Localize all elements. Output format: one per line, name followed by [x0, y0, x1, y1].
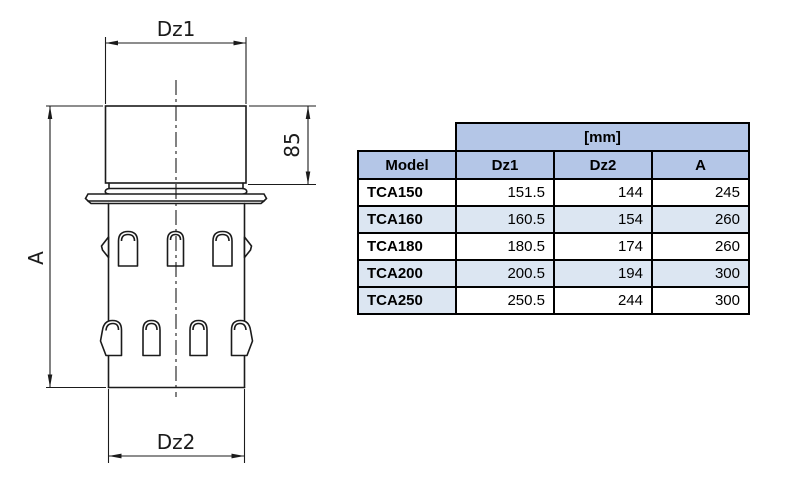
table-row: TCA150 151.5 144 245	[357, 178, 750, 207]
model-cell: TCA180	[357, 232, 457, 261]
a-cell: 260	[651, 232, 750, 261]
duct-adapter-drawing: Dz1 A 85	[24, 17, 316, 463]
a-cell: 300	[651, 286, 750, 315]
column-header-a: A	[651, 150, 750, 180]
unit-header-row: [mm]	[358, 122, 750, 152]
dimension-dz2: Dz2	[107, 389, 246, 463]
dz1-cell: 160.5	[455, 205, 555, 234]
a-label: A	[24, 251, 48, 265]
edge-notch-left	[100, 236, 110, 259]
height-85-label: 85	[280, 132, 304, 157]
louver-slots	[99, 230, 254, 357]
column-header-dz2: Dz2	[553, 150, 653, 180]
dz2-label: Dz2	[157, 430, 196, 454]
corner-empty-cell	[358, 123, 456, 151]
dz2-cell: 174	[553, 232, 653, 261]
column-header-model: Model	[357, 150, 457, 180]
dimensions: Dz1 A 85	[24, 17, 316, 463]
model-cell: TCA200	[357, 259, 457, 288]
dz1-cell: 200.5	[455, 259, 555, 288]
model-cell: TCA160	[357, 205, 457, 234]
dz1-label: Dz1	[157, 17, 196, 41]
dimension-table: [mm] Model Dz1 Dz2 A TCA150 151.5 144 24…	[357, 122, 750, 315]
dz2-cell: 194	[553, 259, 653, 288]
dz2-cell: 144	[553, 178, 653, 207]
column-header-dz1: Dz1	[455, 150, 555, 180]
dz2-cell: 244	[553, 286, 653, 315]
dz1-cell: 151.5	[455, 178, 555, 207]
dimension-a: A	[24, 105, 106, 389]
a-cell: 245	[651, 178, 750, 207]
table-row: TCA160 160.5 154 260	[357, 205, 750, 234]
table-row: TCA200 200.5 194 300	[357, 259, 750, 288]
a-cell: 300	[651, 259, 750, 288]
dimension-85: 85	[248, 105, 316, 186]
dimension-dz1: Dz1	[104, 17, 247, 104]
a-cell: 260	[651, 205, 750, 234]
column-header-row: Model Dz1 Dz2 A	[357, 150, 750, 180]
table-row: TCA250 250.5 244 300	[357, 286, 750, 315]
dz1-cell: 250.5	[455, 286, 555, 315]
dz2-cell: 154	[553, 205, 653, 234]
table-row: TCA180 180.5 174 260	[357, 232, 750, 261]
unit-header-cell: [mm]	[455, 122, 750, 152]
model-cell: TCA150	[357, 178, 457, 207]
model-cell: TCA250	[357, 286, 457, 315]
edge-notch-right	[243, 236, 253, 259]
dz1-cell: 180.5	[455, 232, 555, 261]
